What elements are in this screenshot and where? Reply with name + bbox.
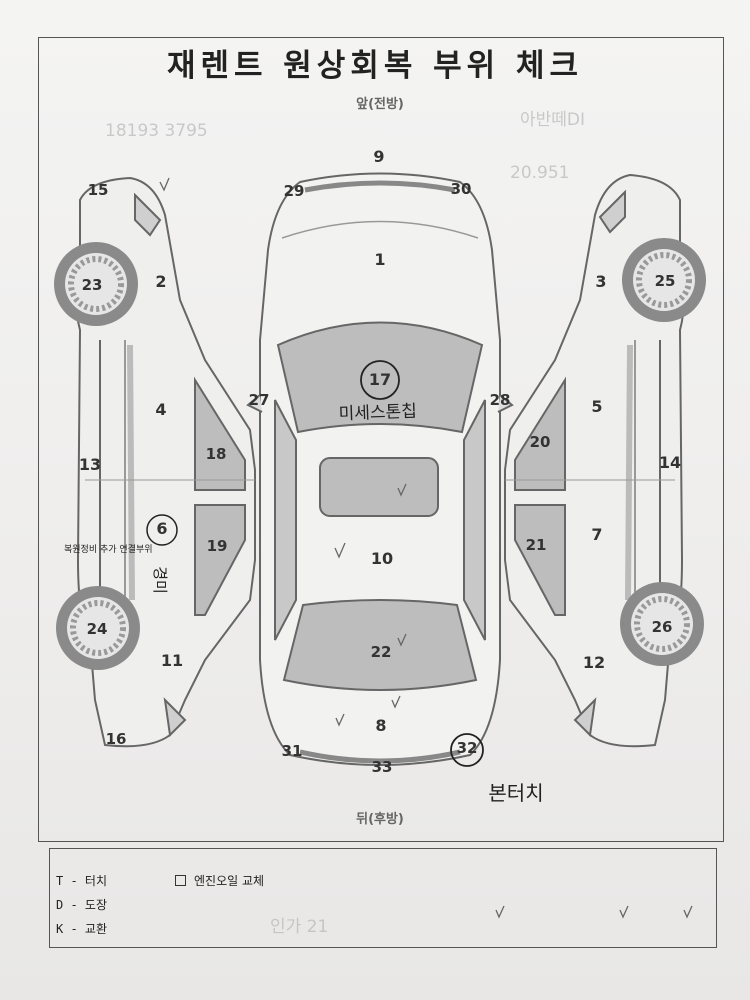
page-title: 재렌트 원상회복 부위 체크: [166, 48, 584, 84]
part-number: 14: [659, 453, 681, 472]
part-number: 22: [371, 643, 392, 661]
faint-handwriting: 18193 3795 아반떼DI 20.951 인가 21: [105, 110, 585, 937]
wheel-rear-left: [56, 586, 140, 670]
legend-item-replace: K - 교환: [56, 922, 107, 936]
part-number: 28: [490, 391, 511, 409]
part-number: 23: [82, 276, 103, 294]
circle-mark-17: [360, 360, 400, 400]
engine-oil-checkbox[interactable]: 엔진오일 교체: [175, 872, 264, 889]
front-direction-label: 앞(전방): [356, 97, 404, 112]
circle-mark-32: [450, 733, 484, 767]
check-ticks: [159, 177, 693, 919]
part-number: 3: [595, 272, 606, 291]
part-number: 21: [526, 536, 547, 554]
handwritten-note-32: 본터치: [488, 781, 543, 805]
checkbox-box[interactable]: [175, 875, 186, 886]
wheel-rear-right: [620, 582, 704, 666]
rear-direction-label: 뒤(후방): [356, 812, 404, 827]
part-number: 6: [156, 519, 167, 538]
wheel-front-right: [622, 238, 706, 322]
part-number: 7: [591, 525, 602, 544]
part-number: 5: [591, 397, 602, 416]
part-number: 13: [79, 455, 101, 474]
handwritten-note-6: 경미: [151, 566, 169, 594]
part-number: 31: [282, 742, 303, 760]
handwritten-note-17: 미세스톤칩: [338, 402, 417, 425]
part-number: 4: [155, 400, 166, 419]
faint-left-top: 18193 3795: [105, 121, 208, 141]
part-number: 12: [583, 653, 605, 672]
handwritten-note-6-detail: 복원정비 추가 연결부위: [64, 544, 153, 555]
part-number: 30: [451, 180, 472, 198]
part-number: 29: [284, 182, 305, 200]
wheel-front-left: [54, 242, 138, 326]
legend-item-paint: D - 도장: [56, 898, 107, 912]
part-number: 19: [207, 537, 228, 555]
part-number: 20: [530, 433, 551, 451]
part-number: 18: [206, 445, 227, 463]
faint-bottom-text: 인가 21: [270, 917, 328, 937]
part-number: 2: [155, 272, 166, 291]
part-number: 9: [373, 147, 384, 166]
part-number: 24: [87, 620, 108, 638]
part-number: 25: [655, 272, 676, 290]
legend-frame: [49, 848, 717, 948]
faint-right-top-2: 20.951: [510, 163, 569, 183]
part-number: 32: [457, 739, 478, 757]
part-number: 26: [652, 618, 673, 636]
diagram-frame: [38, 37, 724, 842]
part-number: 27: [249, 391, 270, 409]
part-number: 8: [375, 716, 386, 735]
faint-right-top-1: 아반떼DI: [520, 110, 585, 130]
part-number: 10: [371, 549, 393, 568]
part-number: 33: [372, 758, 393, 776]
car-top-view: [246, 172, 514, 766]
handwritten-marks: 미세스톤칩 본터치 경미 복원정비 추가 연결부위: [64, 177, 693, 919]
part-number-labels: 1 2 3 4 5 6 7 8 9 10 11 12 13 14 15 16 1…: [79, 147, 681, 776]
part-number: 11: [161, 651, 183, 670]
circle-mark-6: [146, 514, 178, 546]
part-number: 17: [369, 370, 391, 389]
part-number: 1: [374, 250, 385, 269]
legend-item-touch: T - 터치: [56, 874, 107, 888]
checkbox-label: 엔진오일 교체: [194, 874, 265, 888]
part-number: 16: [106, 730, 127, 748]
part-number: 15: [88, 181, 109, 199]
